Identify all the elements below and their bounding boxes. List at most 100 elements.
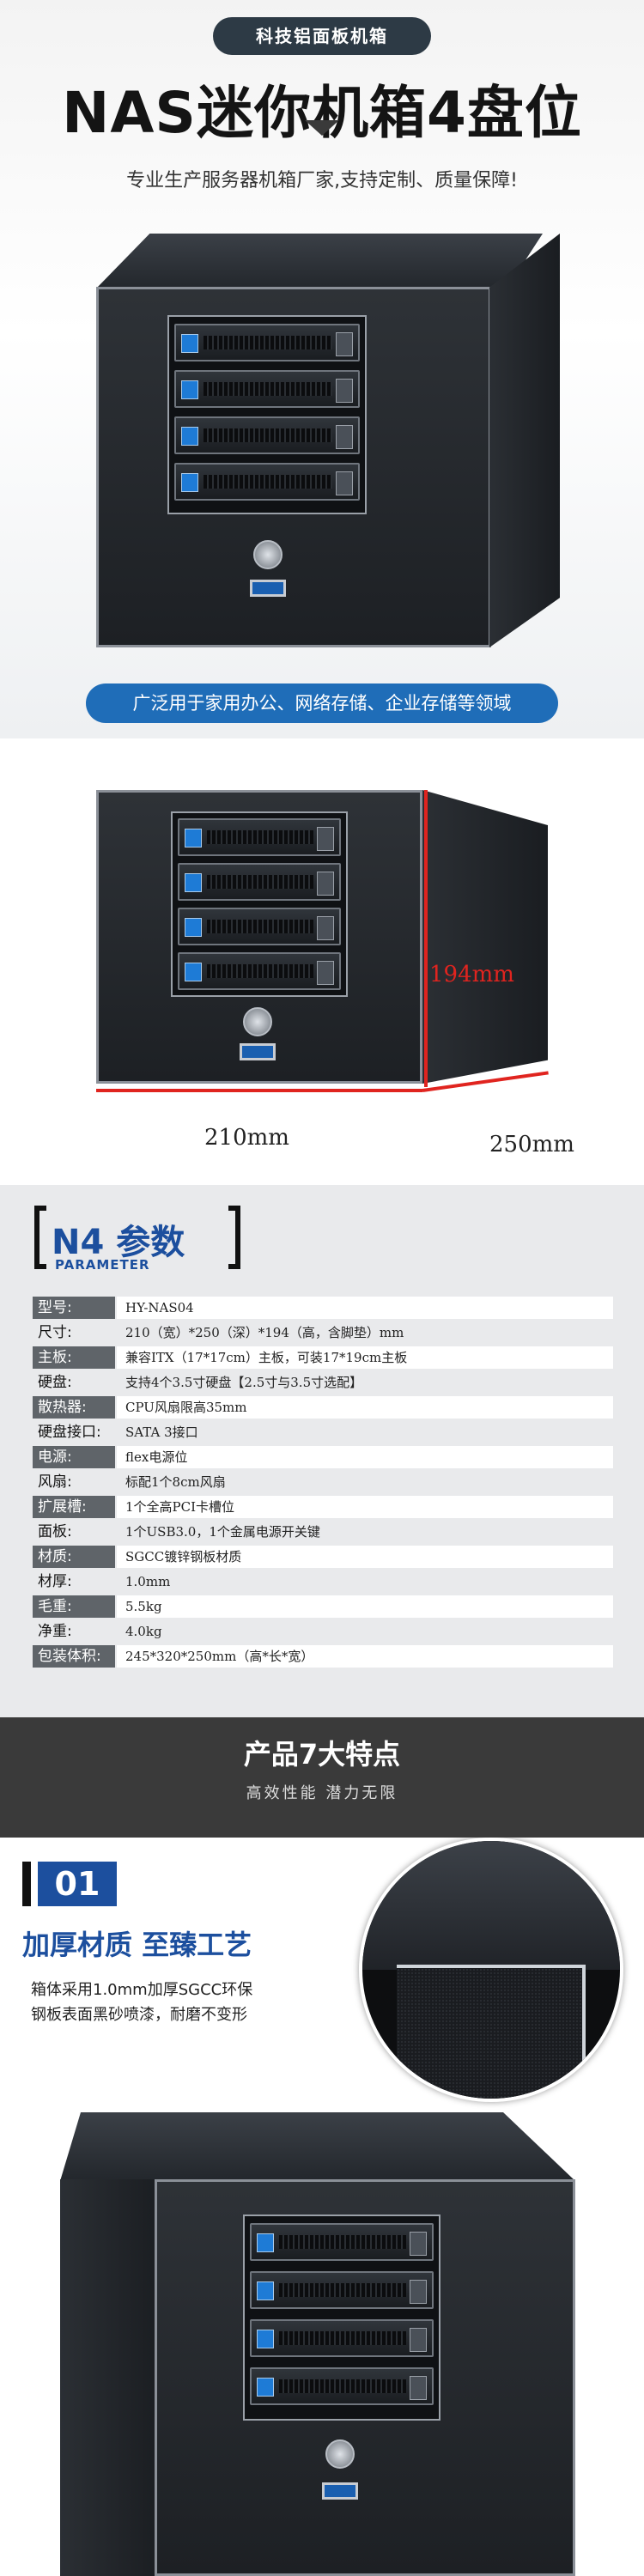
drive-tray-3 — [250, 2319, 434, 2357]
table-row: 尺寸:210（宽）*250（深）*194（高，含脚垫）mm — [33, 1321, 613, 1344]
param-value: flex电源位 — [117, 1446, 613, 1468]
drive-tray-3[interactable] — [174, 416, 360, 454]
param-value: 1.0mm — [117, 1571, 613, 1593]
param-label: 主板: — [33, 1346, 115, 1369]
table-row: 型号:HY-NAS04 — [33, 1297, 613, 1319]
case-top-panel — [60, 2112, 575, 2181]
case-front-panel — [96, 287, 491, 647]
depth-label: 250mm — [489, 1132, 574, 1157]
feature-heading: 加厚材质 至臻工艺 — [22, 1929, 252, 1961]
application-banner: 广泛用于家用办公、网络存储、企业存储等领域 — [86, 683, 558, 723]
product-title: NAS迷你机箱4盘位 — [62, 80, 582, 146]
table-row: 散热器:CPU风扇限高35mm — [33, 1396, 613, 1419]
drive-tray-4 — [178, 952, 341, 990]
drive-tray-3 — [178, 908, 341, 945]
category-badge: 科技铝面板机箱 — [213, 17, 431, 55]
param-value: SGCC镀锌钢板材质 — [117, 1546, 613, 1568]
drive-tray-1 — [250, 2223, 434, 2261]
features-banner: 产品7大特点 高效性能 潜力无限 — [0, 1717, 644, 1838]
parameter-title: N4 参数 — [52, 1223, 185, 1262]
table-row: 包装体积:245*320*250mm（高*长*宽） — [33, 1645, 613, 1668]
param-label: 材质: — [33, 1546, 115, 1568]
table-row: 硬盘接口:SATA 3接口 — [33, 1421, 613, 1443]
case-side-panel — [422, 790, 548, 1084]
param-value: 兼容ITX（17*17cm）主板，可装17*19cm主板 — [117, 1346, 613, 1369]
drive-tray-2 — [250, 2271, 434, 2309]
param-value: 4.0kg — [117, 1620, 613, 1643]
param-value: 标配1个8cm风扇 — [117, 1471, 613, 1493]
table-row: 面板:1个USB3.0，1个金属电源开关键 — [33, 1521, 613, 1543]
parameter-table: 型号:HY-NAS04 尺寸:210（宽）*250（深）*194（高，含脚垫）m… — [33, 1297, 613, 1670]
power-button-icon[interactable] — [253, 540, 283, 569]
param-value: 支持4个3.5寸硬盘【2.5寸与3.5寸选配】 — [117, 1371, 613, 1394]
feature-01-section: 01 加厚材质 至臻工艺 箱体采用1.0mm加厚SGCC环保 钢板表面黑砂喷漆，… — [0, 1838, 644, 2576]
table-row: 电源:flex电源位 — [33, 1446, 613, 1468]
table-row: 硬盘:支持4个3.5寸硬盘【2.5寸与3.5寸选配】 — [33, 1371, 613, 1394]
feature-description-line-1: 箱体采用1.0mm加厚SGCC环保 — [31, 1981, 253, 1999]
param-label: 毛重: — [33, 1595, 115, 1618]
param-value: 1个USB3.0，1个金属电源开关键 — [117, 1521, 613, 1543]
drive-tray-1[interactable] — [174, 324, 360, 361]
usb-port-icon — [240, 1043, 276, 1060]
feature-number-accent — [22, 1862, 31, 1906]
usb-port-icon — [322, 2482, 358, 2500]
case-front-panel — [155, 2179, 575, 2576]
product-subtitle: 专业生产服务器机箱厂家,支持定制、质量保障! — [126, 170, 518, 191]
case-front-panel — [96, 790, 422, 1084]
case-top-panel — [96, 234, 543, 289]
table-row: 扩展槽:1个全高PCI卡槽位 — [33, 1496, 613, 1518]
width-dimension-line — [96, 1089, 422, 1092]
param-value: 210（宽）*250（深）*194（高，含脚垫）mm — [117, 1321, 613, 1344]
nas-case-dimension-image — [96, 790, 440, 1084]
param-value: 1个全高PCI卡槽位 — [117, 1496, 613, 1518]
drive-bay-frame — [167, 315, 367, 514]
param-label: 硬盘: — [33, 1371, 115, 1394]
param-label: 风扇: — [33, 1471, 115, 1493]
param-label: 尺寸: — [33, 1321, 115, 1344]
material-closeup-image — [359, 1838, 623, 2102]
width-label: 210mm — [204, 1125, 289, 1151]
table-row: 毛重:5.5kg — [33, 1595, 613, 1618]
height-dimension-line — [424, 790, 428, 1087]
nas-case-image — [96, 234, 560, 663]
drive-tray-4 — [250, 2367, 434, 2405]
parameter-title-en: PARAMETER — [55, 1257, 150, 1273]
param-label: 面板: — [33, 1521, 115, 1543]
nas-case-feature-image — [60, 2112, 575, 2576]
power-button-icon — [243, 1007, 272, 1036]
param-label: 净重: — [33, 1620, 115, 1643]
param-value: HY-NAS04 — [117, 1297, 613, 1319]
param-label: 扩展槽: — [33, 1496, 115, 1518]
features-pointer — [305, 120, 339, 136]
feature-number: 01 — [38, 1862, 117, 1906]
param-label: 散热器: — [33, 1396, 115, 1419]
drive-tray-2 — [178, 863, 341, 901]
param-label: 材厚: — [33, 1571, 115, 1593]
drive-tray-2[interactable] — [174, 370, 360, 408]
drive-tray-1 — [178, 818, 341, 856]
param-label: 包装体积: — [33, 1645, 115, 1668]
table-row: 净重:4.0kg — [33, 1620, 613, 1643]
table-row: 主板:兼容ITX（17*17cm）主板，可装17*19cm主板 — [33, 1346, 613, 1369]
drive-bay-frame — [243, 2215, 440, 2421]
param-label: 电源: — [33, 1446, 115, 1468]
param-value: 245*320*250mm（高*长*宽） — [117, 1645, 613, 1668]
drive-tray-4[interactable] — [174, 463, 360, 501]
features-subtitle: 高效性能 潜力无限 — [246, 1784, 398, 1802]
hero-section: 科技铝面板机箱 NAS迷你机箱4盘位 专业生产服务器机箱厂家,支持定制、质量保障… — [0, 0, 644, 738]
param-value: 5.5kg — [117, 1595, 613, 1618]
power-button-icon — [325, 2439, 355, 2469]
dimension-section: 210mm 250mm 194mm — [0, 738, 644, 1185]
case-side-panel — [60, 2179, 163, 2576]
param-label: 型号: — [33, 1297, 115, 1319]
table-row: 风扇:标配1个8cm风扇 — [33, 1471, 613, 1493]
param-label: 硬盘接口: — [33, 1421, 115, 1443]
drive-bay-frame — [171, 811, 348, 997]
parameter-section: N4 参数 PARAMETER 型号:HY-NAS04 尺寸:210（宽）*25… — [0, 1185, 644, 1717]
case-side-panel — [489, 234, 560, 647]
features-title: 产品7大特点 — [243, 1738, 401, 1771]
table-row: 材厚:1.0mm — [33, 1571, 613, 1593]
parameter-heading-frame — [34, 1206, 240, 1274]
height-label: 194mm — [429, 962, 514, 987]
param-value: CPU风扇限高35mm — [117, 1396, 613, 1419]
